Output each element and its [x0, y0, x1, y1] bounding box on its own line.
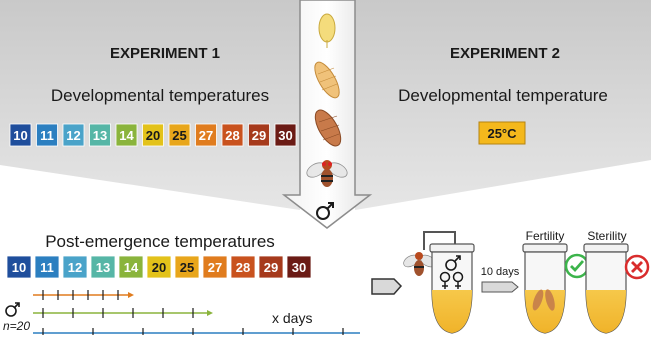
sterility-tube	[583, 243, 629, 334]
temp-box-label: 11	[40, 128, 54, 143]
temp-box-label: 25	[172, 128, 186, 143]
temp-box-30: 30	[286, 255, 312, 279]
temp-box-label: 20	[146, 128, 160, 143]
temp-box-label: 28	[225, 128, 239, 143]
experiment1-title: EXPERIMENT 1	[110, 45, 220, 62]
post-emergence-title: Post-emergence temperatures	[45, 232, 275, 251]
pairing-tube	[429, 243, 475, 334]
temp-box-label: 28	[236, 260, 250, 275]
temp-box-28: 28	[221, 123, 244, 147]
temp-box-11: 11	[36, 123, 58, 147]
larva-icon	[314, 61, 340, 99]
temp-box-14: 14	[115, 123, 138, 147]
post-emergence-temp-row: 10 11 12 13 14 20 25 27 28 29 30	[6, 255, 312, 279]
timeline-line-1	[33, 290, 134, 300]
temp-box-label: 12	[66, 128, 80, 143]
temp-box-20: 20	[146, 255, 172, 279]
temp-box-30: 30	[274, 123, 297, 147]
experiment2-subtitle: Developmental temperature	[398, 86, 608, 105]
pupa-icon	[314, 109, 342, 147]
male-symbol	[316, 202, 334, 220]
male-symbol-small	[5, 302, 20, 317]
check-icon	[564, 253, 590, 279]
temp-box-10: 10	[9, 123, 32, 147]
temp-box-27: 27	[202, 255, 228, 279]
experiment1-temp-row: 10 11 12 13 14 20 25 27 28 29 30	[9, 123, 297, 147]
bracket-arrow	[423, 231, 456, 250]
experiment1-subtitle: Developmental temperatures	[51, 86, 269, 105]
egg-icon	[318, 13, 336, 48]
temp-box-10: 10	[6, 255, 32, 279]
x-days-label: x days	[272, 310, 312, 326]
temp-box-label: 29	[252, 128, 266, 143]
temp-box-label: 13	[96, 260, 110, 275]
temp-box-label: 27	[208, 260, 222, 275]
temp-box-label: 10	[12, 260, 26, 275]
temp-box-12: 12	[62, 123, 85, 147]
days-label: 10 days	[481, 266, 520, 278]
temp-box-label: 30	[278, 128, 292, 143]
temp-box-label: 13	[93, 128, 107, 143]
temp-box-29: 29	[258, 255, 284, 279]
temp-box-11: 11	[34, 255, 60, 279]
male-symbol-tube	[445, 255, 461, 271]
temp-box-27: 27	[195, 123, 217, 147]
experiment2-title: EXPERIMENT 2	[450, 45, 560, 62]
days-arrow	[481, 281, 519, 293]
temp-box-20: 20	[142, 123, 164, 147]
experiment2-temp-label: 25°C	[487, 126, 517, 141]
temp-box-13: 13	[89, 123, 111, 147]
temp-box-label: 11	[40, 260, 54, 275]
temp-box-28: 28	[230, 255, 256, 279]
temp-box-label: 20	[152, 260, 166, 275]
top-band-left	[0, 0, 300, 210]
fertility-label: Fertility	[526, 229, 565, 243]
temp-box-label: 10	[13, 128, 27, 143]
sterility-label: Sterility	[587, 229, 626, 243]
timeline-line-2	[33, 308, 213, 318]
temp-box-label: 29	[264, 260, 278, 275]
temp-box-12: 12	[62, 255, 88, 279]
top-band-right	[355, 0, 651, 210]
temp-box-label: 12	[68, 260, 82, 275]
temp-box-label: 27	[199, 128, 213, 143]
right-arrow	[371, 278, 403, 295]
fly-icon	[306, 160, 348, 187]
temp-box-label: 14	[124, 260, 139, 275]
timeline-line-3	[33, 328, 360, 338]
n-label: n=20	[3, 319, 30, 333]
temp-box-label: 30	[292, 260, 306, 275]
temp-box-13: 13	[90, 255, 116, 279]
temp-box-25: 25	[168, 123, 191, 147]
temp-box-14: 14	[118, 255, 144, 279]
temp-box-29: 29	[248, 123, 270, 147]
temp-box-label: 14	[119, 128, 134, 143]
experiment2-temp-box: 25°C	[478, 121, 526, 145]
fertility-tube	[522, 243, 568, 334]
female-symbols	[439, 271, 464, 289]
temp-box-label: 25	[180, 260, 194, 275]
cross-icon	[624, 254, 650, 280]
temp-box-25: 25	[174, 255, 200, 279]
